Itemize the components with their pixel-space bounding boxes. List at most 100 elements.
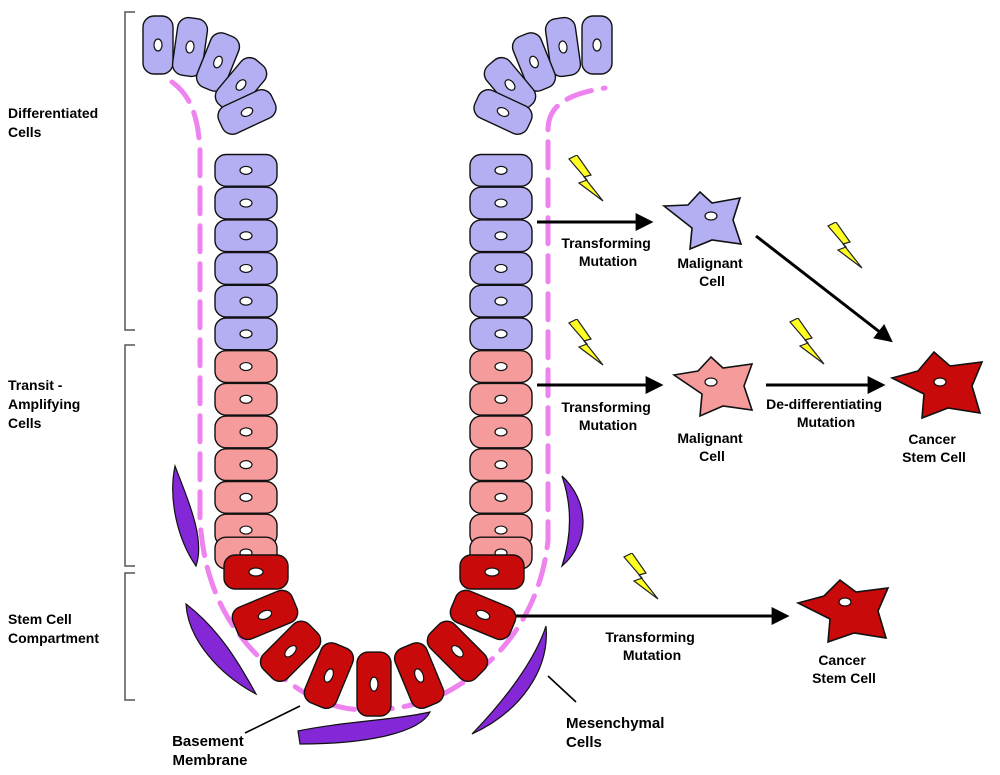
bracket-transit [124,344,135,567]
differentiated-cell [214,284,278,318]
stem-cell [459,554,525,590]
cell-nucleus [704,211,718,221]
cell-nucleus [494,427,508,437]
cell-nucleus [239,263,253,274]
cell-nucleus [704,377,718,387]
stem-cell [426,620,489,683]
cell-nucleus [369,676,379,692]
transit-amplifying-cell [214,480,278,514]
cell-nucleus [475,609,491,621]
differentiated-cell [469,284,533,318]
cell-nucleus [248,567,264,577]
cell-nucleus [257,609,273,621]
stem-cell [303,642,355,709]
lightning-bolt-icon [568,319,604,366]
mesenchymal-cell [560,475,584,568]
malignant-cell-transit [671,355,754,418]
mesenchymal-cell [297,711,432,745]
stem-cell [356,651,392,717]
transit-amplifying-cell [469,349,533,384]
cell-nucleus [838,597,852,607]
cell-nucleus [484,567,500,577]
cell-nucleus [239,329,253,339]
bottom-transforming-mutation-label: Transforming Mutation [605,629,698,663]
differentiated-cell [214,317,278,351]
lightning-bolt-icon [789,318,825,365]
cell-nucleus [284,644,297,658]
transit-amplifying-label: Transit - Amplifying Cells [8,377,84,431]
stem-cell [223,554,289,590]
stem-cell [231,589,299,641]
cell-nucleus [494,361,508,372]
cell-nucleus [413,668,425,683]
cell-nucleus [529,55,539,69]
middle-transforming-mutation-label: Transforming Mutation [561,399,654,433]
stem-cell-compartment-label: Stem Cell Compartment [8,611,99,646]
lightning-bolt-icon [827,222,863,269]
de-differentiating-mutation-label: De-differentiating Mutation [766,396,886,430]
differentiated-cell [473,89,533,135]
middle-cancer-stem-cell-label: Cancer Stem Cell [902,431,966,465]
lightning-bolt-icon [568,155,604,202]
differentiated-cell [581,15,613,75]
cell-nucleus [239,296,253,306]
mesenchymal-cells [172,463,584,745]
basement-membrane-label: Basement Membrane [172,733,248,769]
cell-nucleus [239,492,253,502]
region-brackets [124,11,135,701]
left-cell-column [142,15,278,570]
cell-nucleus [494,231,508,241]
transit-amplifying-cell [214,415,278,449]
stem-cell [449,589,517,641]
cell-nucleus [239,525,253,535]
top-malignant-cell-label: Malignant Cell [677,255,746,289]
differentiated-cell [195,32,241,92]
stem-cell [259,620,322,683]
cell-nucleus [592,38,602,52]
cell-nucleus [558,40,568,54]
differentiated-cell [469,186,533,220]
differentiated-cell [469,153,533,187]
cell-nucleus [323,668,335,683]
transit-amplifying-cell [469,415,533,449]
cell-nucleus [494,165,508,175]
cell-nucleus [494,263,508,274]
differentiated-cell [214,219,278,253]
cell-nucleus [494,525,508,535]
cell-nucleus [185,40,195,54]
cell-nucleus [239,394,253,404]
cell-nucleus [240,106,254,118]
cell-nucleus [153,38,163,52]
mesenchymal-cell [172,463,200,568]
cell-nucleus [239,361,253,372]
lightning-bolt-icon [623,553,659,600]
mesenchymal-cells-pointer [547,675,577,703]
cell-nucleus [239,460,253,470]
differentiated-cell [217,89,277,135]
stem-cell [393,642,445,709]
cell-nucleus [494,460,508,470]
differentiated-cell [171,16,209,78]
cell-nucleus [239,231,253,241]
bracket-stem [124,572,135,701]
cell-nucleus [494,198,508,208]
stem-cell-arc [223,554,525,717]
mesenchymal-cell [471,625,547,735]
transit-amplifying-cell [214,448,278,482]
transit-amplifying-cell [469,382,533,416]
differentiated-cell [469,219,533,253]
differentiated-cell [469,317,533,351]
cell-nucleus [239,427,253,437]
differentiated-cell [511,32,557,92]
differentiated-cell [469,251,533,286]
cell-nucleus [235,79,247,91]
cell-nucleus [933,377,947,387]
middle-malignant-cell-label: Malignant Cell [677,430,746,464]
transit-amplifying-cell [469,448,533,482]
mesenchymal-cells-label: Mesenchymal Cells [566,715,669,751]
top-transforming-mutation-label: Transforming Mutation [561,235,654,269]
cell-nucleus [213,55,223,69]
bottom-cancer-stem-cell-label: Cancer Stem Cell [812,652,876,686]
transit-amplifying-cell [214,382,278,416]
